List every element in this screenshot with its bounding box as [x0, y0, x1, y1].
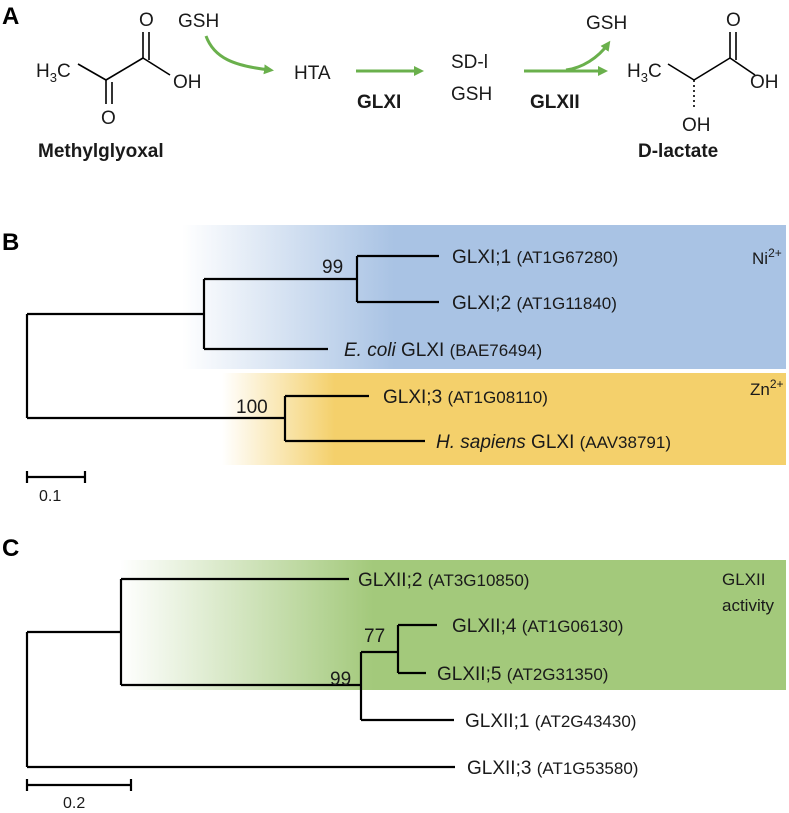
hta-label: HTA — [294, 63, 331, 84]
mg-o-acid: O — [139, 10, 154, 31]
panel-label-b: B — [2, 229, 19, 256]
leaf-glxii-4: GLXII;4 (AT1G06130) — [452, 616, 623, 637]
bootstrap-99: 99 — [322, 257, 343, 278]
scale-bar-c — [25, 779, 133, 791]
lac-h3c: H3C — [627, 61, 662, 85]
mg-oh: OH — [173, 72, 202, 93]
leaf-glxii-5: GLXII;5 (AT2G31350) — [437, 664, 608, 685]
glxii-tree-branches — [25, 577, 455, 769]
glxi-enzyme: GLXI — [357, 92, 401, 113]
ni-group-label: Ni2+ — [752, 246, 782, 268]
zn-group-label: Zn2+ — [750, 377, 784, 399]
product-name: D-lactate — [638, 141, 718, 162]
ni-group-band — [182, 225, 786, 369]
lac-oh-alpha: OH — [682, 115, 711, 136]
d-lactate-structure: H3C OH O OH — [627, 10, 779, 136]
substrate-name: Methylglyoxal — [38, 141, 164, 162]
scale-bar-b — [25, 471, 87, 483]
glxii-activity-label-2: activity — [722, 596, 774, 615]
bootstrap-100: 100 — [236, 397, 268, 418]
leaf-ecoli-glxi: E. coli GLXI (BAE76494) — [344, 340, 542, 361]
leaf-hsapiens-glxi: H. sapiens GLXI (AAV38791) — [436, 432, 671, 453]
leaf-glxi-2: GLXI;2 (AT1G11840) — [452, 293, 617, 314]
leaf-glxii-1: GLXII;1 (AT2G43430) — [465, 711, 636, 732]
gsh-input: GSH — [178, 11, 219, 32]
mg-h3c: H3C — [36, 61, 71, 85]
bootstrap-99-c: 99 — [330, 669, 351, 690]
sdl-label: SD-l — [451, 52, 488, 73]
leaf-glxii-2: GLXII;2 (AT3G10850) — [358, 570, 529, 591]
panel-label-a: A — [2, 3, 19, 30]
panel-label-c: C — [2, 535, 19, 562]
zn-group-band — [222, 373, 786, 465]
gsh-release-arrow — [565, 40, 611, 72]
leaf-glxi-3: GLXI;3 (AT1G08110) — [383, 387, 548, 408]
gsh-output: GSH — [586, 13, 627, 34]
glxii-enzyme: GLXII — [530, 92, 580, 113]
scale-label-c: 0.2 — [63, 795, 85, 812]
leaf-glxii-3: GLXII;3 (AT1G53580) — [467, 758, 638, 779]
gsh-join-arrow — [204, 35, 274, 75]
leaf-glxi-1: GLXI;1 (AT1G67280) — [452, 247, 618, 268]
lac-o-acid: O — [726, 10, 741, 31]
glxi-tree-branches — [25, 254, 439, 443]
methylglyoxal-structure: H3C O O OH — [36, 10, 202, 129]
gsh-mid: GSH — [451, 84, 492, 105]
glxii-activity-band — [120, 560, 786, 690]
scale-label-b: 0.1 — [39, 488, 61, 505]
lac-oh: OH — [750, 72, 779, 93]
mg-o-ketone: O — [101, 108, 116, 129]
glxii-activity-label-1: GLXII — [722, 570, 765, 589]
bootstrap-77: 77 — [364, 626, 385, 647]
